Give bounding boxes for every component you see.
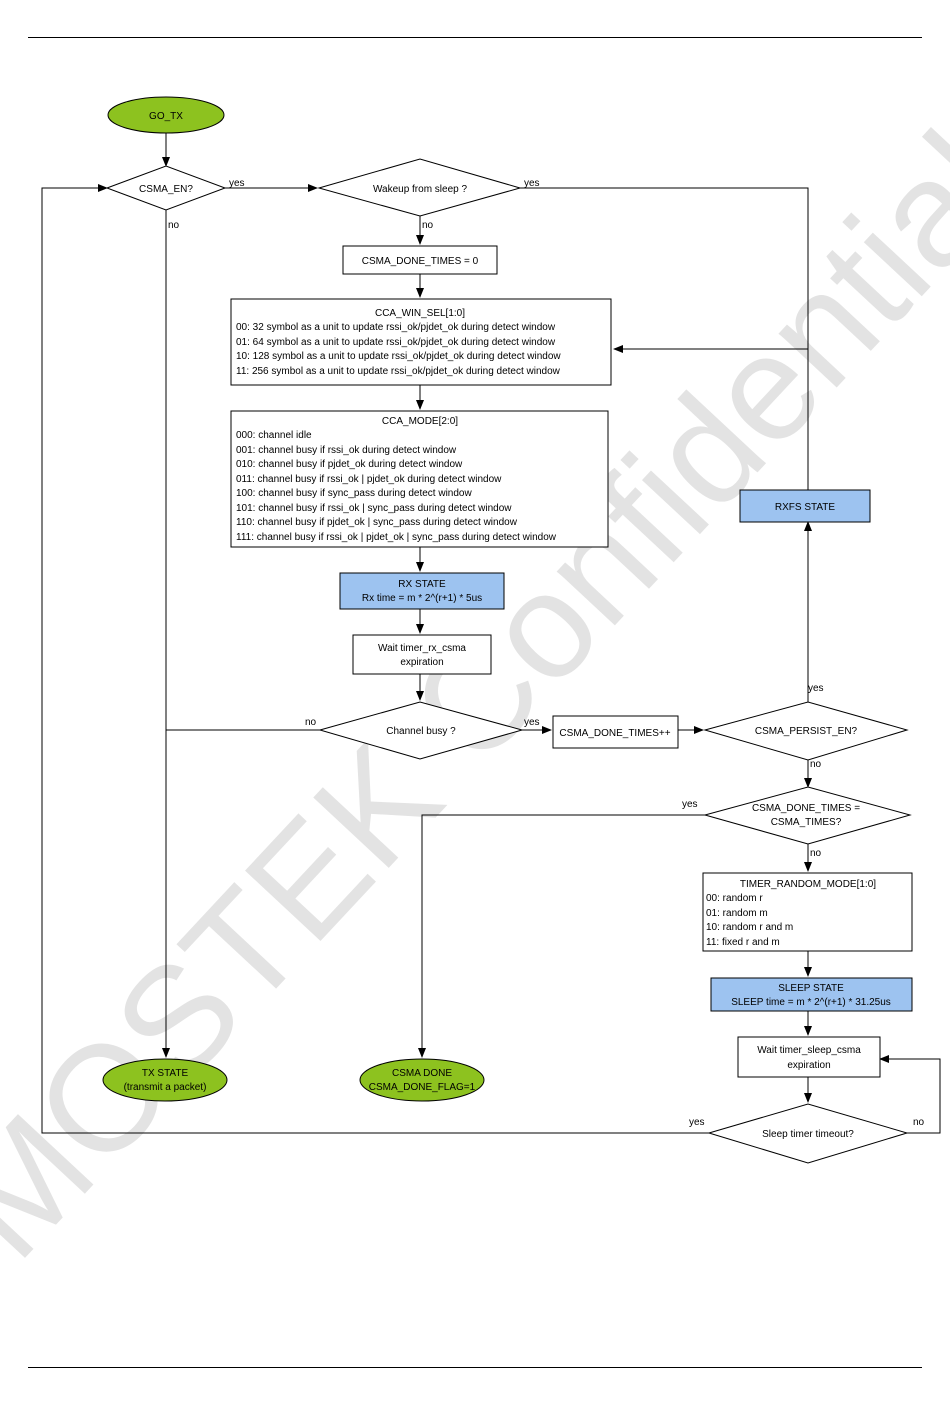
cca-mode-title: CCA_MODE[2:0] [382,416,458,427]
connectors [41,131,941,1134]
rxfs-state-box: RXFS STATE [739,489,871,523]
cca-mode-line: 110: channel busy if pjdet_ok | sync_pas… [236,517,518,528]
no-label: no [810,759,822,770]
wait-sleep-timer-box: Wait timer_sleep_csma expiration [737,1036,881,1078]
csma-persist-en-decision: CSMA_PERSIST_EN? [703,701,909,761]
cca-mode-line: 101: channel busy if rssi_ok | sync_pass… [236,503,512,514]
rx-state-box: RX STATE Rx time = m * 2^(r+1) * 5us [339,572,505,610]
yes-label: yes [682,799,698,810]
cca-mode-line: 000: channel idle [236,430,312,441]
channel-busy-decision: Channel busy ? [318,701,524,760]
cca-mode-line: 010: channel busy if pjdet_ok during det… [236,459,463,470]
timer-random-mode-title: TIMER_RANDOM_MODE[1:0] [740,879,876,890]
tx-state-terminal: TX STATE (transmit a packet) [102,1058,228,1102]
yes-label: yes [524,178,540,189]
cca-mode-line: 001: channel busy if rssi_ok during dete… [236,445,457,456]
yes-label: yes [808,683,824,694]
csma-done-times-inc-box: CSMA_DONE_TIMES++ [552,715,679,749]
csma-done-line: CSMA DONE [392,1068,452,1079]
wait-rx-timer-line: Wait timer_rx_csma [378,643,466,654]
cca-win-sel-line: 01: 64 symbol as a unit to update rssi_o… [236,337,556,348]
cca-win-sel-line: 00: 32 symbol as a unit to update rssi_o… [236,322,556,333]
sleep-timeout-label: Sleep timer timeout? [762,1129,854,1140]
sleep-timeout-decision: Sleep timer timeout? [707,1103,909,1164]
csma-en-decision: CSMA_EN? [105,165,227,211]
no-label: no [913,1117,925,1128]
csma-done-times-inc-label: CSMA_DONE_TIMES++ [559,728,670,739]
cca-win-sel-title: CCA_WIN_SEL[1:0] [375,308,465,319]
cca-mode-line: 111: channel busy if rssi_ok | pjdet_ok … [236,532,557,543]
no-label: no [810,848,822,859]
csma-en-label: CSMA_EN? [139,184,193,195]
sleep-state-title: SLEEP STATE [778,983,844,994]
cca-mode-line: 100: channel busy if sync_pass during de… [236,488,472,499]
tx-state-line: TX STATE [142,1068,189,1079]
go-tx-terminal: GO_TX [107,96,225,134]
csma-persist-en-label: CSMA_PERSIST_EN? [755,726,858,737]
wait-sleep-timer-line: Wait timer_sleep_csma [757,1045,861,1056]
header-rule [28,37,922,38]
wait-rx-timer-box: Wait timer_rx_csma expiration [352,634,492,675]
cca-win-sel-box: CCA_WIN_SEL[1:0] 00: 32 symbol as a unit… [230,298,612,386]
rxfs-state-label: RXFS STATE [775,502,836,513]
csma-done-times-reset-box: CSMA_DONE_TIMES = 0 [342,245,498,275]
wait-sleep-timer-line: expiration [787,1060,830,1071]
cca-mode-line: 011: channel busy if rssi_ok | pjdet_ok … [236,474,502,485]
cca-win-sel-line: 10: 128 symbol as a unit to update rssi_… [236,351,561,362]
yes-label: yes [524,717,540,728]
no-label: no [422,220,434,231]
csma-done-times-reset-label: CSMA_DONE_TIMES = 0 [362,256,479,267]
cca-mode-box: CCA_MODE[2:0] 000: channel idle 001: cha… [230,410,609,548]
timer-random-mode-line: 01: random m [706,908,768,919]
timer-random-mode-box: TIMER_RANDOM_MODE[1:0] 00: random r 01: … [702,872,913,952]
wakeup-label: Wakeup from sleep ? [373,184,468,195]
tx-state-line: (transmit a packet) [124,1082,207,1093]
csma-done-times-eq-line: CSMA_TIMES? [771,817,842,828]
csma-done-terminal: CSMA DONE CSMA_DONE_FLAG=1 [359,1058,485,1102]
sleep-state-box: SLEEP STATE SLEEP time = m * 2^(r+1) * 3… [710,977,913,1012]
go-tx-label: GO_TX [149,111,183,122]
channel-busy-label: Channel busy ? [386,726,456,737]
sleep-state-time: SLEEP time = m * 2^(r+1) * 31.25us [731,997,891,1008]
yes-label: yes [689,1117,705,1128]
csma-done-times-eq-decision: CSMA_DONE_TIMES = CSMA_TIMES? [703,786,912,845]
timer-random-mode-line: 10: random r and m [706,922,793,933]
branch-labels: yes no yes no no yes yes no yes no yes n… [168,178,925,1128]
rx-state-title: RX STATE [398,579,446,590]
no-label: no [168,220,180,231]
timer-random-mode-line: 00: random r [706,893,763,904]
yes-label: yes [229,178,245,189]
no-label: no [305,717,317,728]
csma-done-times-eq-line: CSMA_DONE_TIMES = [752,803,860,814]
timer-random-mode-line: 11: fixed r and m [706,937,780,948]
wait-rx-timer-line: expiration [400,657,443,668]
footer-rule [28,1367,922,1368]
csma-done-line: CSMA_DONE_FLAG=1 [369,1082,476,1093]
wakeup-decision: Wakeup from sleep ? [317,158,522,217]
rx-state-time: Rx time = m * 2^(r+1) * 5us [362,593,482,604]
cca-win-sel-line: 11: 256 symbol as a unit to update rssi_… [236,366,561,377]
